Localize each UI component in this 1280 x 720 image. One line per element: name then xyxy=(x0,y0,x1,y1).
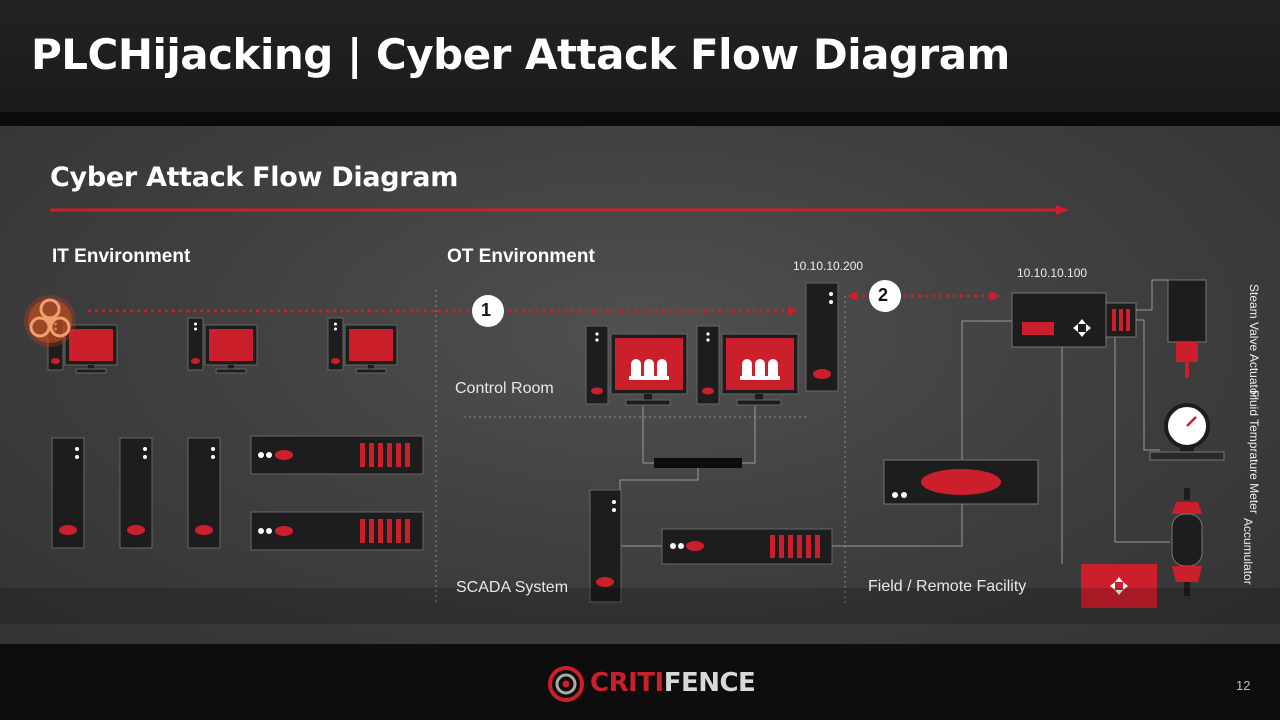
accumulator xyxy=(1171,488,1203,596)
step-2-number: 2 xyxy=(878,285,889,305)
steam-valve-actuator xyxy=(1167,279,1207,378)
step-1-number: 1 xyxy=(481,300,492,320)
footer-bar xyxy=(0,644,1280,720)
it-server-3 xyxy=(187,437,221,549)
plc-10-10-10-100 xyxy=(1011,292,1137,348)
ot-environment-label: OT Environment xyxy=(447,246,595,267)
control-room-hmi-2 xyxy=(696,325,799,406)
step-1-marker xyxy=(472,295,504,327)
slide-title: PLCHijacking | Cyber Attack Flow Diagram xyxy=(31,30,1010,79)
switch-to-scada-link xyxy=(619,468,699,490)
title-bar xyxy=(0,0,1280,112)
brand-name: CRITIFENCE xyxy=(590,668,756,698)
fluid-temperature-meter-label: Fluid Temprature Meter xyxy=(1247,390,1261,514)
it-workstation-2 xyxy=(187,317,258,374)
it-server-2 xyxy=(119,437,153,549)
diagram-heading: Cyber Attack Flow Diagram xyxy=(50,162,459,193)
it-server-1 xyxy=(51,437,85,549)
plc-to-meter-link xyxy=(1136,319,1160,451)
field-valve xyxy=(1081,564,1157,608)
steam-valve-actuator-label: Steam Valve Actuator xyxy=(1247,284,1261,399)
attack-path-2-arrowhead-right xyxy=(990,291,1000,301)
accumulator-label: Accumulator xyxy=(1241,517,1255,585)
it-rack-server-2 xyxy=(250,511,424,551)
field-remote-facility-label: Field / Remote Facility xyxy=(868,578,1027,595)
control-room-label: Control Room xyxy=(455,380,554,397)
plc-to-accumulator-link xyxy=(1114,337,1170,543)
it-rack-server-1 xyxy=(250,435,424,475)
rack-to-plc-link xyxy=(832,320,1012,547)
it-environment-label: IT Environment xyxy=(52,246,191,267)
scada-system-label: SCADA System xyxy=(456,579,569,596)
ip-address-server: 10.10.10.200 xyxy=(793,259,864,273)
plc-to-actuator-link xyxy=(1136,279,1168,311)
biohazard-icon xyxy=(24,295,76,347)
scada-server xyxy=(589,489,622,603)
ot-server-10-10-10-200 xyxy=(805,282,839,392)
critifence-logo-icon xyxy=(548,666,584,702)
ip-address-plc: 10.10.10.100 xyxy=(1017,266,1088,280)
attack-path-1-arrowhead xyxy=(788,306,797,316)
it-workstation-3 xyxy=(327,317,398,374)
step-2-marker xyxy=(869,280,901,312)
bottom-shade xyxy=(0,588,1280,624)
attack-path-2-arrowhead-left xyxy=(847,291,857,301)
title-separator xyxy=(0,112,1280,126)
scada-rack-server xyxy=(661,528,833,565)
fluid-temperature-meter xyxy=(1149,403,1225,461)
network-switch xyxy=(654,458,742,468)
control-room-hmi-1 xyxy=(585,325,688,406)
page-number: 12 xyxy=(1236,678,1251,693)
flow-arrow-head xyxy=(1056,205,1069,215)
brand-name-part1: CRITI xyxy=(590,668,664,698)
brand-name-part2: FENCE xyxy=(663,668,756,698)
field-remote-device xyxy=(883,459,1039,505)
control-room-network-link xyxy=(642,406,756,464)
